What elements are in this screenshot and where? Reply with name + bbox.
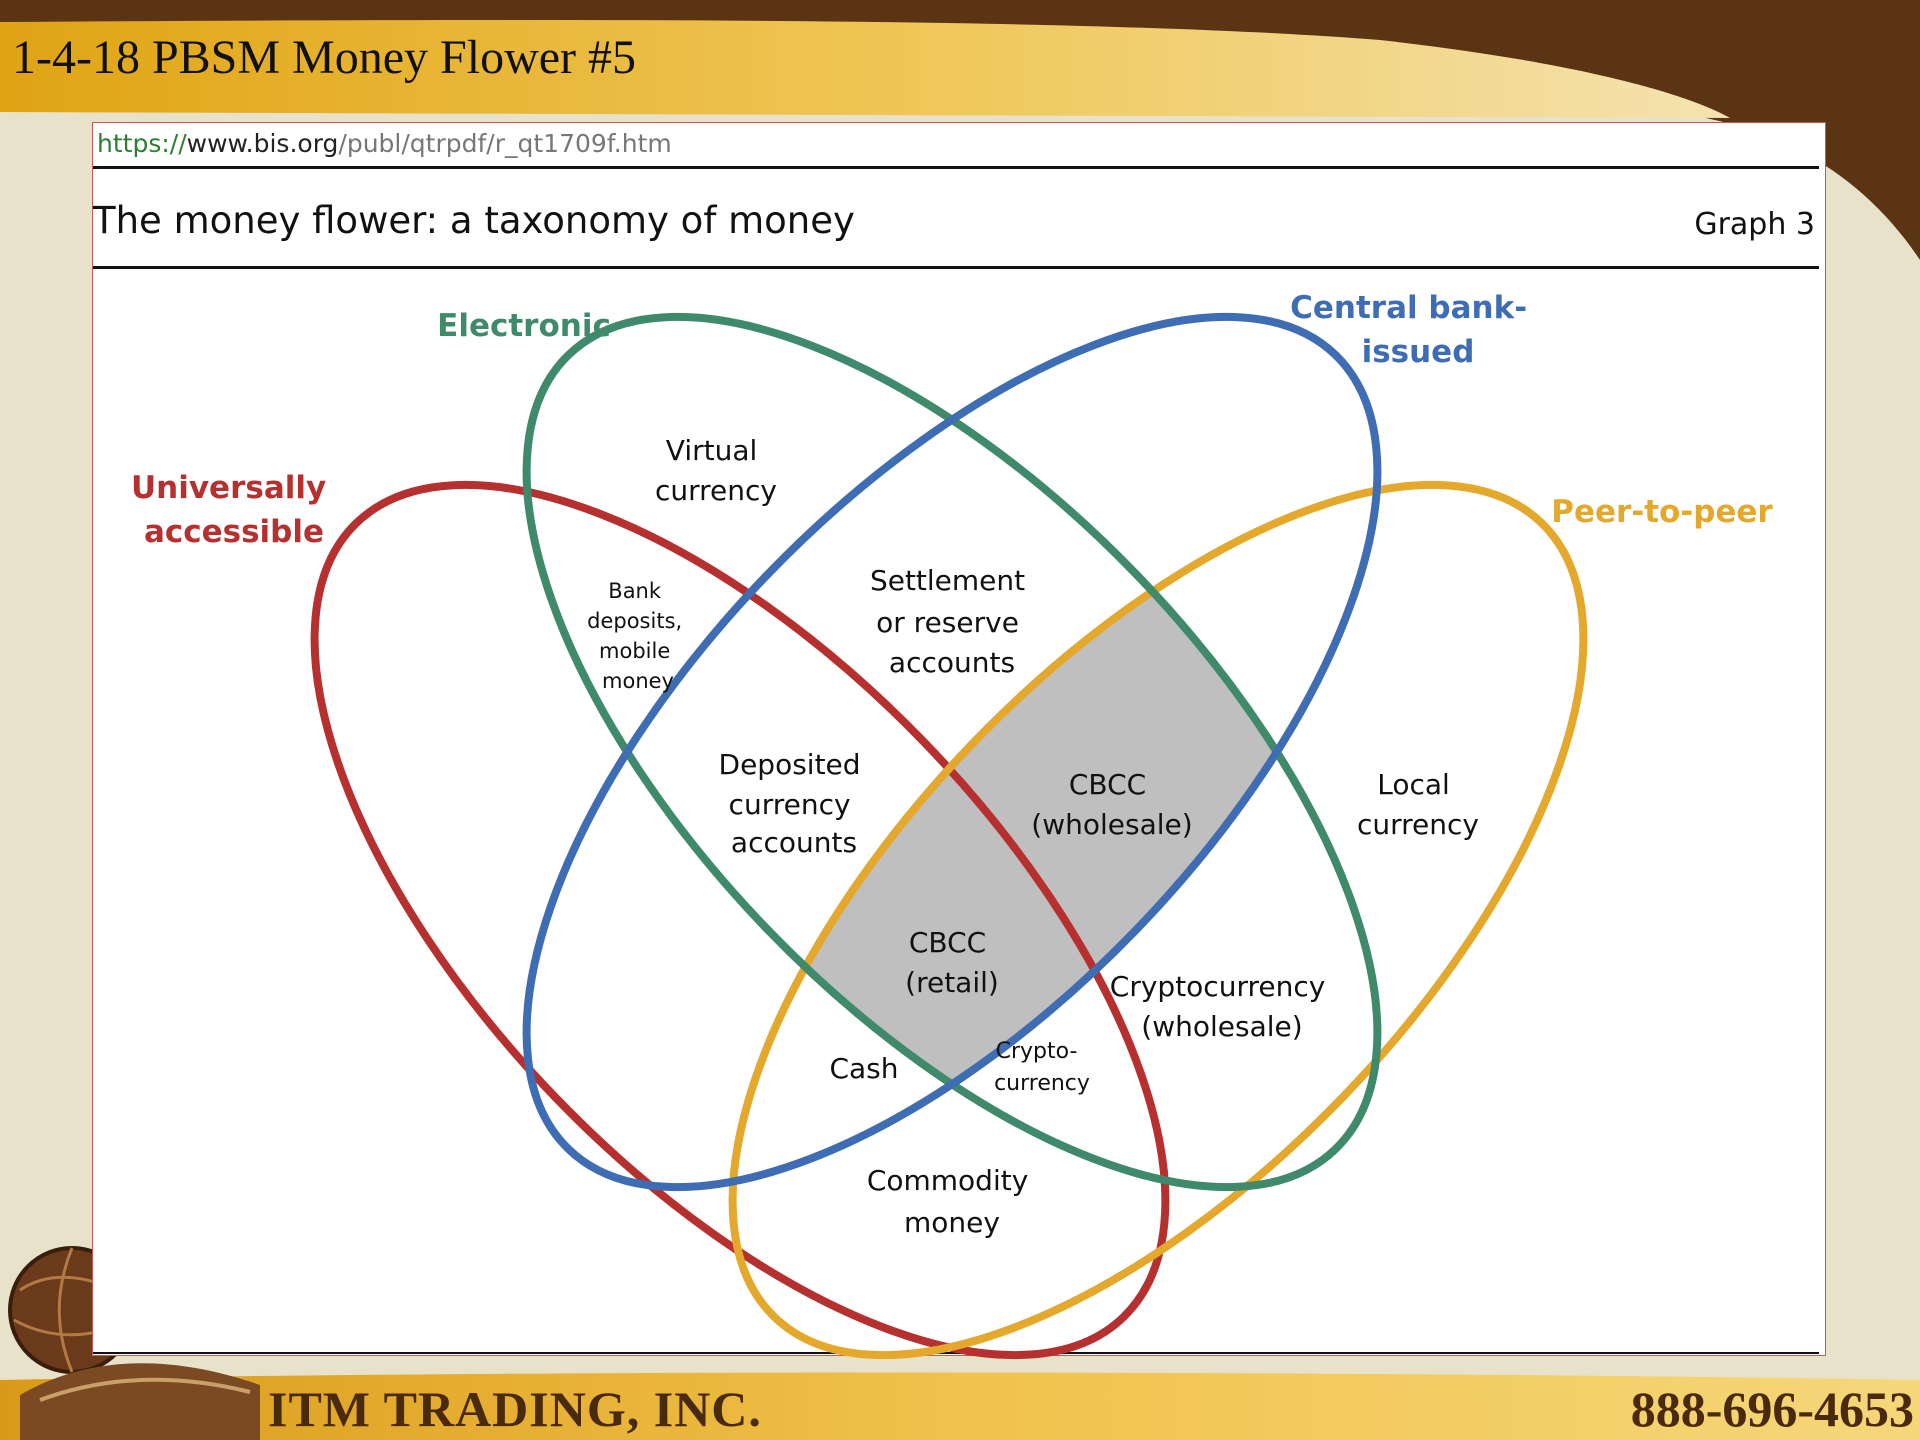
region-cbcc-wholesale: CBCC (wholesale): [1031, 768, 1192, 841]
footer-company-name: ITM TRADING, INC.: [268, 1381, 762, 1437]
label-peer-to-peer: Peer-to-peer: [1551, 494, 1773, 530]
set-central-bank-issued: [522, 312, 1382, 1192]
set-peer-to-peer: [728, 480, 1588, 1360]
region-cryptocurrency: Crypto- currency: [994, 1039, 1090, 1096]
label-central-bank-issued: Central bank- issued: [1290, 290, 1538, 370]
set-electronic: [522, 312, 1382, 1192]
region-bank-deposits: Bank deposits, mobile money: [587, 579, 689, 693]
url-path: /publ/qtrpdf/r_qt1709f.htm: [338, 129, 672, 158]
set-universally-accessible: [310, 480, 1170, 1360]
divider-title: [93, 266, 1819, 269]
source-url[interactable]: https://www.bis.org/publ/qtrpdf/r_qt1709…: [97, 129, 672, 158]
slide-title: 1-4-18 PBSM Money Flower #5: [12, 31, 637, 84]
region-settlement-accounts: Settlement or reserve accounts: [870, 564, 1034, 679]
diagram-title: The money flower: a taxonomy of money: [93, 199, 855, 242]
region-commodity-money: Commodity money: [867, 1164, 1037, 1239]
region-cbcc-retail: CBCC (retail): [905, 926, 999, 999]
divider-top: [93, 166, 1819, 169]
region-local-currency: Local currency: [1357, 768, 1479, 841]
label-electronic: Electronic: [437, 308, 611, 344]
region-deposited-currency-accounts: Deposited currency accounts: [719, 748, 870, 859]
region-cryptocurrency-wholesale: Cryptocurrency (wholesale): [1110, 970, 1334, 1043]
url-scheme: https://: [97, 129, 187, 158]
url-host: www.bis.org: [186, 129, 339, 158]
footer-phone-number[interactable]: 888-696-4653: [1630, 1381, 1914, 1437]
region-cash: Cash: [829, 1052, 898, 1085]
graph-number: Graph 3: [1694, 207, 1815, 242]
region-virtual-currency: Virtual currency: [655, 434, 777, 507]
label-universally-accessible: Universally accessible: [131, 470, 337, 550]
